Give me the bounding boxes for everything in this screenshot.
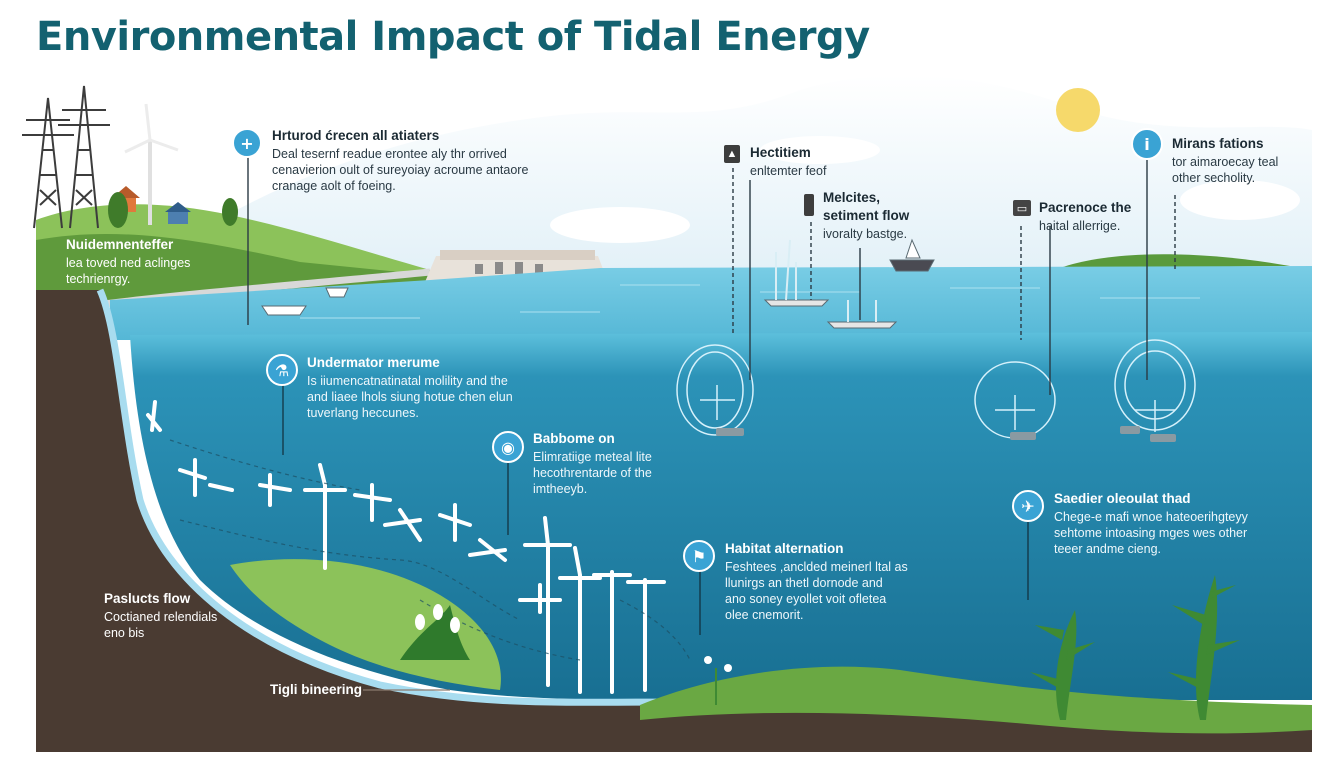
callout-c6: Mirans fations tor aimaroecay teal other… bbox=[1172, 136, 1278, 186]
seabed-rim bbox=[96, 288, 691, 706]
seabed bbox=[36, 290, 690, 752]
sky bbox=[140, 75, 1312, 270]
callout-line: imtheeyb. bbox=[533, 482, 588, 496]
callout-line: and liaee lhols siung hotue chen elun bbox=[307, 390, 513, 404]
callout-line: haital allerrige. bbox=[1039, 219, 1121, 233]
callout-heading: Undermator merume bbox=[307, 355, 440, 370]
callout-line: llunirgs an thetl dornode and bbox=[725, 576, 883, 590]
land-wind-turbine-icon bbox=[124, 103, 179, 225]
callout-line: olee cnemorit. bbox=[725, 608, 804, 622]
callout-leaders bbox=[247, 157, 1176, 395]
flow-lines bbox=[169, 439, 691, 661]
info-icon: i bbox=[1131, 128, 1163, 160]
callout-line: techrienrgy. bbox=[66, 272, 131, 286]
callout-heading: Babbome on bbox=[533, 431, 615, 446]
callout-heading: Hrturod ćrecen all atiaters bbox=[272, 128, 440, 143]
callout-line: eno bis bbox=[104, 626, 145, 640]
turbine-bases bbox=[716, 426, 1176, 442]
village bbox=[108, 186, 238, 228]
flower-icon bbox=[415, 604, 732, 705]
callout-c10: Saedier oleoulat thad Chege-e mafi wnoe … bbox=[1054, 491, 1248, 557]
surface-device-icon bbox=[775, 239, 877, 322]
callout-c5: Pacrenoce the haital allerrige. bbox=[1039, 200, 1131, 234]
monitor-icon: ▭ bbox=[1013, 200, 1031, 216]
callout-c11: Paslucts flow Coctianed relendials eno b… bbox=[104, 591, 217, 641]
callout-line: tor aimaroecay teal bbox=[1172, 155, 1279, 169]
callout-heading: Paslucts flow bbox=[104, 591, 191, 606]
callout-heading: Pacrenoce the bbox=[1039, 200, 1132, 215]
callout-line: ano soney eyollet voit ofletea bbox=[725, 592, 887, 606]
callout-c9: Habitat alternation Feshtees ,anclded me… bbox=[725, 541, 908, 623]
callout-line: Feshtees ,anclded meinerl ltal as bbox=[725, 560, 908, 574]
callout-line: cenavierion oult of sureyoiay acroume an… bbox=[272, 163, 529, 177]
callout-heading: Habitat alternation bbox=[725, 541, 844, 556]
callout-c1: Hrturod ćrecen all atiaters Deal tesernf… bbox=[272, 128, 528, 194]
sun-icon bbox=[1056, 88, 1100, 132]
callout-line: hecothrentarde of the bbox=[533, 466, 652, 480]
page-title: Environmental Impact of Tidal Energy bbox=[36, 14, 870, 60]
callout-line: Elimratiige meteal lite bbox=[533, 450, 652, 464]
callout-line: Deal tesernf readue erontee aly thr orri… bbox=[272, 147, 507, 161]
callout-subheading: setiment flow bbox=[823, 208, 910, 223]
callout-line: cranage aolt of foeing. bbox=[272, 179, 396, 193]
flask-icon: ⚗ bbox=[266, 354, 298, 386]
pylon-icon bbox=[22, 85, 110, 229]
callout-heading: Tigli bineering bbox=[270, 682, 363, 697]
callout-heading: Mirans fations bbox=[1172, 136, 1264, 151]
callout-line: Is iiumencatnatinatal molility and the bbox=[307, 374, 508, 388]
callout-c2: Nuidemnenteffer lea toved ned aclinges t… bbox=[66, 237, 190, 287]
callout-heading: Hectitiem bbox=[750, 145, 811, 160]
gauge-icon: ◉ bbox=[492, 431, 524, 463]
callout-c8: Babbome on Elimratiige meteal lite hecot… bbox=[533, 431, 652, 497]
left-shore bbox=[36, 204, 431, 309]
boat-icon bbox=[261, 238, 935, 329]
buoy-icon bbox=[804, 194, 814, 216]
callout-heading: Nuidemnenteffer bbox=[66, 237, 174, 252]
callout-line: tuverlang heccunes. bbox=[307, 406, 419, 420]
callout-heading: Melcites, bbox=[823, 190, 881, 205]
callout-line: other secholity. bbox=[1172, 171, 1256, 185]
sea-surface bbox=[110, 266, 1312, 340]
callout-line: enltemter feof bbox=[750, 164, 827, 178]
callout-line: Chege-e mafi wnoe hateoerihgteyy bbox=[1054, 510, 1248, 524]
callout-line: teeer andme cieng. bbox=[1054, 542, 1162, 556]
callout-c4: Melcites, setiment flow ivoralty bastge. bbox=[823, 190, 909, 242]
plane-icon: ✈ bbox=[1012, 490, 1044, 522]
callout-heading: Saedier oleoulat thad bbox=[1054, 491, 1191, 506]
building-icon: ▲ bbox=[724, 145, 740, 163]
callout-c12: Tigli bineering bbox=[270, 682, 362, 700]
fish-icon: ⚑ bbox=[683, 540, 715, 572]
callout-line: Coctianed relendials bbox=[104, 610, 218, 624]
plus-icon: + bbox=[232, 128, 262, 158]
callout-c3: Hectitiem enltemter feof bbox=[750, 145, 826, 179]
callout-line: lea toved ned aclinges bbox=[66, 256, 191, 270]
tidal-turbine-array bbox=[146, 400, 666, 694]
callout-line: ivoralty bastge. bbox=[823, 227, 908, 241]
callout-c7: Undermator merume Is iiumencatnatinatal … bbox=[307, 355, 513, 421]
callout-line: sehtome intoasing mges wes other bbox=[1054, 526, 1248, 540]
underwater-leaders bbox=[282, 385, 1029, 635]
